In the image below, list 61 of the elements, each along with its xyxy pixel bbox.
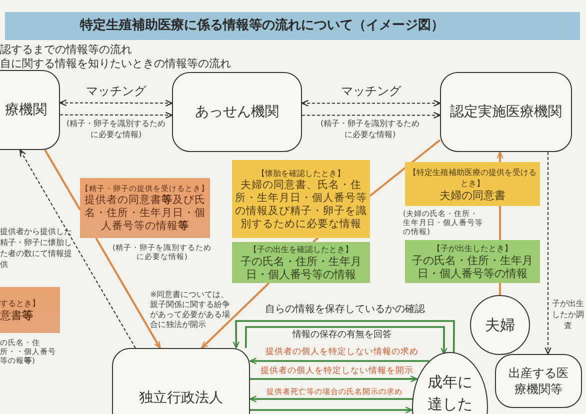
box-heading: 【懐胎を確認したとき】: [257, 168, 345, 178]
note-text: 自に関する情報を知りたいときの情報等の流れ: [0, 56, 232, 72]
box-label: 意書等: [0, 308, 33, 322]
arrow: [249, 396, 413, 402]
edge-label: (精子・卵子を識別するために必要な情報): [320, 118, 420, 140]
organization-box: [0, 70, 60, 150]
arrow: [201, 282, 270, 349]
organization-box: [495, 354, 582, 408]
arrow: [244, 326, 448, 355]
arrow: [250, 376, 418, 382]
edge-label: 情報の保存の有無を回答: [291, 330, 392, 341]
note-text: ※同意書については、親子関係に関する紛争があって必要がある場合に独法が開示: [150, 290, 231, 330]
box-label: 夫婦の同意書: [438, 188, 506, 202]
arrow: [301, 100, 441, 107]
box-label: 成年に達した: [426, 372, 474, 414]
connector-line: [499, 206, 502, 240]
edge-label: (精子・卵子を識別するために必要な情報): [66, 118, 166, 140]
box-label: 夫婦の同意書、氏名・住所・生年月日・個人番号等の情報及び精子・卵子を識別するために必要な情報: [234, 178, 368, 230]
box-label: 療機関: [5, 101, 47, 119]
box-heading: するとき】: [0, 298, 40, 308]
info-box: [80, 178, 210, 238]
note-text: 認するまでの情報等の流れ: [0, 42, 133, 58]
arrow: [19, 149, 136, 348]
box-label: 認定実施医療機関: [450, 103, 562, 121]
info-box: [405, 240, 540, 283]
box-heading: 【子の出生を確認したとき】: [249, 244, 353, 255]
info-box: [232, 242, 370, 283]
box-label: 独立行政法人: [139, 389, 223, 407]
edge-label: マッチング: [85, 86, 148, 97]
box-label: 提供者の同意書等及び氏名・住所・生年月日・個人番号等の情報等: [84, 194, 206, 232]
box-label: あっせん機関: [195, 103, 279, 121]
arrow: [232, 320, 455, 354]
box-label: 出産する医療機関等: [508, 365, 570, 397]
arrow: [544, 152, 552, 355]
connector-line: [312, 237, 319, 243]
box-label: 子の氏名・住所・生年月日・個人番号等の情報: [240, 255, 362, 281]
box-label: 子の氏名・住所・生年月日・個人番号等の情報: [411, 254, 534, 280]
arrow: [59, 99, 173, 107]
edge-label: マッチング: [340, 86, 402, 97]
arrow: [302, 112, 441, 119]
arrow: [250, 406, 413, 414]
info-box: [0, 287, 60, 333]
info-box: [405, 162, 540, 206]
connector-line: [499, 283, 502, 295]
arrow: [60, 112, 173, 119]
arrow: [249, 358, 430, 364]
arrow: [496, 151, 504, 162]
organization-box: [440, 72, 572, 152]
info-box: [232, 160, 370, 238]
edge-label: 自らの情報を保存しているかの確認: [264, 304, 426, 315]
connector-line: [44, 150, 81, 210]
arrow: [95, 238, 161, 349]
box-heading: 【特定生殖補助医療の提供を受けるとき】: [408, 166, 538, 188]
title-bar: 特定生殖補助医療に係る情報等の流れについて（イメージ図）: [5, 12, 580, 40]
edge-label: 提供者の個人を特定しない情報を開示: [260, 366, 414, 377]
organization-box: [172, 72, 302, 152]
edge-label: 提供者の個人を特定しない情報の求め: [264, 347, 420, 358]
edge-label: 子が出生したか調査: [551, 298, 585, 331]
connector-line: [369, 139, 441, 197]
box-heading: 【子が出生したとき】: [432, 243, 512, 254]
box-label: 夫婦: [485, 314, 515, 336]
